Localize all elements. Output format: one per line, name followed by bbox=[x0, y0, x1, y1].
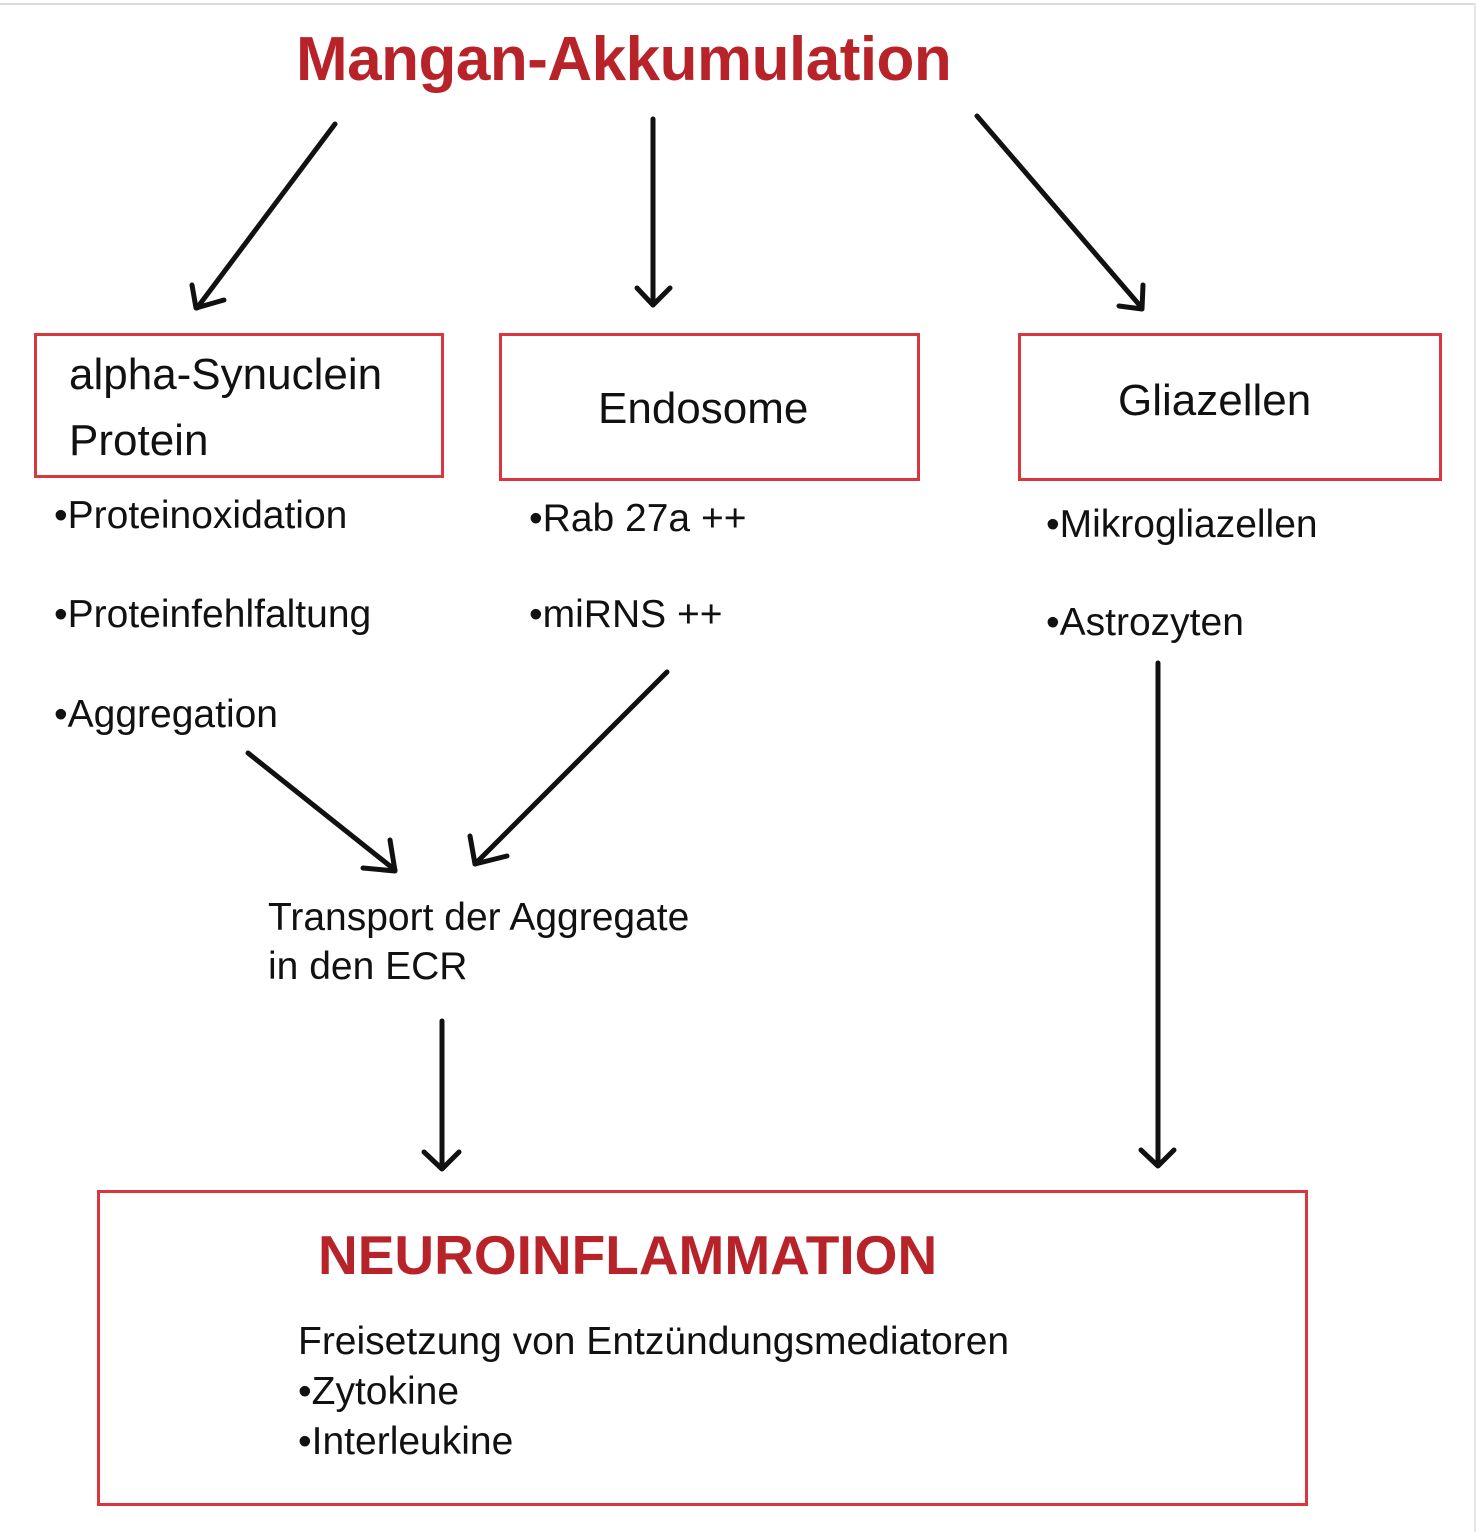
top-border bbox=[0, 3, 1476, 5]
neuroinflammation-title: NEUROINFLAMMATION bbox=[318, 1224, 938, 1286]
neuroinflammation-box: NEUROINFLAMMATION Freisetzung von Entzün… bbox=[97, 1190, 1308, 1506]
transport-line2: in den ECR bbox=[268, 945, 468, 988]
diagram-title: Mangan-Akkumulation bbox=[296, 25, 952, 94]
bullet-astrozyten: •Astrozyten bbox=[1046, 601, 1244, 644]
endosome-label: Endosome bbox=[598, 384, 809, 433]
arrow-title-to-alpha bbox=[189, 121, 338, 311]
bullet-proteinoxidation: •Proteinoxidation bbox=[54, 494, 348, 537]
alpha-synuclein-label-line1: alpha-Synuclein bbox=[69, 350, 383, 399]
endosome-box: Endosome bbox=[499, 333, 920, 481]
arrow-title-to-endosome bbox=[634, 116, 673, 308]
bullet-mikrogliazellen: •Mikrogliazellen bbox=[1046, 503, 1318, 546]
alpha-synuclein-label-line2: Protein bbox=[69, 416, 209, 465]
arrow-transport-to-neuro bbox=[421, 1018, 462, 1172]
bullet-mirns: •miRNS ++ bbox=[529, 593, 723, 636]
bullet-proteinfehlfaltung: •Proteinfehlfaltung bbox=[54, 593, 372, 636]
gliazellen-box: Gliazellen bbox=[1018, 333, 1442, 481]
right-border bbox=[1474, 3, 1476, 1532]
neuroinflammation-details: Freisetzung von Entzündungsmediatoren •Z… bbox=[298, 1317, 1009, 1467]
mediators-text: Freisetzung von Entzündungsmediatoren bbox=[298, 1320, 1010, 1363]
alpha-synuclein-box: alpha-Synuclein Protein bbox=[34, 333, 444, 478]
arrow-endosome-to-transport bbox=[467, 669, 670, 867]
bullet-zytokine: •Zytokine bbox=[298, 1370, 460, 1413]
arrow-glia-to-neuro bbox=[1138, 660, 1177, 1169]
arrow-aggregation-to-transport bbox=[245, 750, 398, 874]
transport-text: Transport der Aggregate in den ECR bbox=[268, 893, 689, 991]
transport-line1: Transport der Aggregate bbox=[268, 896, 690, 939]
bullet-interleukine: •Interleukine bbox=[298, 1420, 514, 1463]
bullet-rab27a: •Rab 27a ++ bbox=[529, 497, 747, 540]
bullet-aggregation: •Aggregation bbox=[54, 693, 278, 736]
arrow-title-to-glia bbox=[974, 113, 1146, 312]
gliazellen-label: Gliazellen bbox=[1118, 376, 1312, 425]
